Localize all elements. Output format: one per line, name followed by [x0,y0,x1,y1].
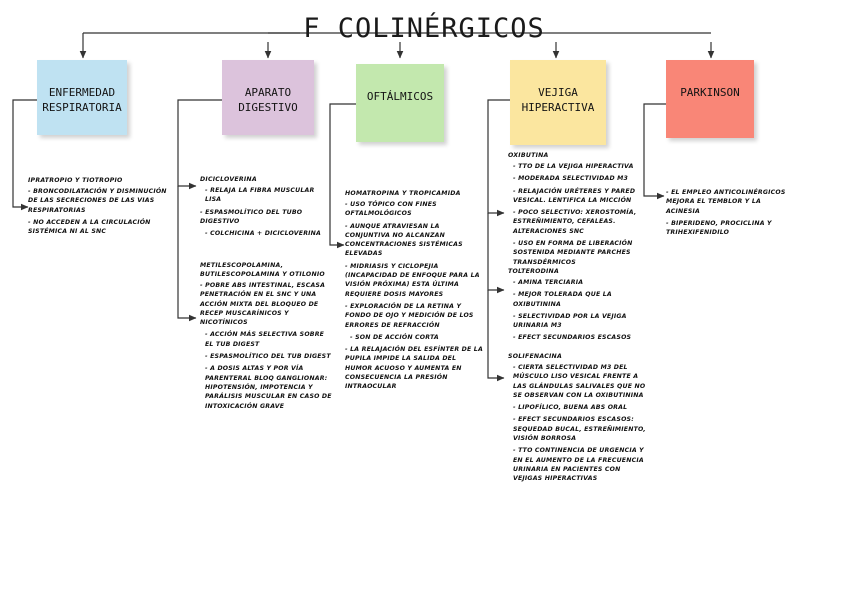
node-label: PARKINSON [680,86,740,99]
block-bullet: - BIPERIDENO, PROCICLINA Y TRIHEXIFENIDI… [666,219,772,237]
block-bullet: - CIERTA SELECTIVIDAD M3 DEL MÚSCULO LIS… [513,363,646,399]
detail-block: - EL EMPLEO ANTICOLINÉRGICOS MEJORA EL T… [666,188,796,237]
detail-block: SOLIFENACINA - CIERTA SELECTIVIDAD M3 DE… [508,353,646,484]
column-vejiga-2: TOLTERODINA - AMINA TERCIARIA - MEJOR TO… [508,268,646,346]
node-label: VEJIGA HIPERACTIVA [521,86,595,114]
node-label: APARATO DIGESTIVO [238,86,298,114]
block-bullet: - BRONCODILATACIÓN Y DISMINUCIÓN DE LAS … [28,187,167,214]
detail-block: TOLTERODINA - AMINA TERCIARIA - MEJOR TO… [508,268,646,343]
detail-block: HOMATROPINA Y TROPICAMIDA - USO TÓPICO C… [345,190,485,392]
block-bullet: - MEJOR TOLERADA QUE LA OXIBUTININA [513,291,612,308]
node-aparato-digestivo[interactable]: APARATO DIGESTIVO [222,60,314,135]
block-bullet: - EXPLORACIÓN DE LA RETINA Y FONDO DE OJ… [345,302,474,329]
block-bullet: - EL EMPLEO ANTICOLINÉRGICOS MEJORA EL T… [666,189,786,215]
block-bullet: - USO TÓPICO CON FINES OFTALMOLÓGICOS [345,200,437,218]
node-enfermedad-respiratoria[interactable]: ENFERMEDAD RESPIRATORIA [37,60,127,135]
detail-block: METILESCOPOLAMINA, BUTILESCOPOLAMINA Y O… [200,262,332,411]
page-title: F COLINÉRGICOS [303,13,545,44]
column-respiratoria: IPRATROPIO Y TIOTROPIO - BRONCODILATACIÓ… [28,177,176,239]
block-bullet: - MODERADA SELECTIVIDAD M3 [513,175,629,183]
detail-block: DICICLOVERINA - RELAJA LA FIBRA MUSCULAR… [200,176,332,238]
block-bullet: - SELECTIVIDAD POR LA VEJIGA URINARIA M3 [513,312,627,330]
block-heading: METILESCOPOLAMINA, BUTILESCOPOLAMINA Y O… [200,262,325,278]
block-bullet: - LIPOFÍLICO, BUENA ABS ORAL [513,404,628,412]
block-bullet: - RELAJACIÓN URÉTERES Y PARED VESICAL. L… [513,187,636,204]
node-parkinson[interactable]: PARKINSON [666,60,754,138]
block-bullet: - RELAJA LA FIBRA MUSCULAR LISA [205,186,315,204]
block-bullet: - ESPASMOLÍTICO DEL TUBO DIGESTIVO [200,208,303,225]
column-parkinson: - EL EMPLEO ANTICOLINÉRGICOS MEJORA EL T… [666,188,796,240]
column-digestivo: DICICLOVERINA - RELAJA LA FIBRA MUSCULAR… [200,176,332,241]
block-bullet: - NO ACCEDEN A LA CIRCULACIÓN SISTÉMICA … [28,218,151,236]
block-bullet: - EFECT SECUNDARIOS ESCASOS [513,334,632,342]
block-heading: TOLTERODINA [508,268,560,275]
block-bullet: - COLCHICINA + DICICLOVERINA [205,230,322,238]
block-bullet: - LA RELAJACIÓN DEL ESFÍNTER DE LA PUPIL… [345,346,483,391]
block-heading: DICICLOVERINA [200,176,257,183]
block-heading: HOMATROPINA Y TROPICAMIDA [345,190,461,197]
block-heading: OXIBUTINA [508,152,549,159]
block-heading: SOLIFENACINA [508,353,563,360]
block-heading: IPRATROPIO Y TIOTROPIO [28,177,123,184]
block-bullet: - EFECT SECUNDARIOS ESCASOS: SEQUEDAD BU… [513,416,646,443]
block-bullet: - MIDRIASIS Y CICLOPEJIA (INCAPACIDAD DE… [345,262,480,298]
block-bullet: - A DOSIS ALTAS Y POR VÍA PARENTERAL BLO… [205,365,332,410]
node-label: OFTÁLMICOS [366,90,434,103]
block-bullet: - TTO DE LA VEJIGA HIPERACTIVA [513,162,634,170]
block-bullet: - ESPASMOLÍTICO DEL TUB DIGEST [205,353,331,361]
block-bullet: - AUNQUE ATRAVIESAN LA CONJUNTIVA NO ALC… [345,222,463,258]
block-bullet: - SON DE ACCIÓN CORTA [350,333,439,341]
block-bullet: - USO EN FORMA DE LIBERACIÓN SOSTENIDA M… [513,240,633,266]
column-vejiga-3: SOLIFENACINA - CIERTA SELECTIVIDAD M3 DE… [508,353,646,487]
block-bullet: - AMINA TERCIARIA [513,278,584,286]
block-bullet: - TTO CONTINENCIA DE URGENCIA Y EN EL AU… [513,447,644,483]
block-bullet: - ACCIÓN MÁS SELECTIVA SOBRE EL TUB DIGE… [205,331,325,348]
column-digestivo-2: METILESCOPOLAMINA, BUTILESCOPOLAMINA Y O… [200,262,332,414]
column-vejiga: OXIBUTINA - TTO DE LA VEJIGA HIPERACTIVA… [508,152,646,270]
node-vejiga-hiperactiva[interactable]: VEJIGA HIPERACTIVA [510,60,606,145]
block-bullet: - POCO SELECTIVO: XEROSTOMÍA, ESTREÑIMIE… [513,209,637,235]
detail-block: IPRATROPIO Y TIOTROPIO - BRONCODILATACIÓ… [28,177,176,236]
detail-block: OXIBUTINA - TTO DE LA VEJIGA HIPERACTIVA… [508,152,646,267]
column-oftalmicos: HOMATROPINA Y TROPICAMIDA - USO TÓPICO C… [345,190,485,395]
node-oftalmicos[interactable]: OFTÁLMICOS [356,64,444,142]
block-bullet: - POBRE ABS INTESTINAL, ESCASA PENETRACI… [200,281,326,327]
node-label: ENFERMEDAD RESPIRATORIA [42,86,122,114]
